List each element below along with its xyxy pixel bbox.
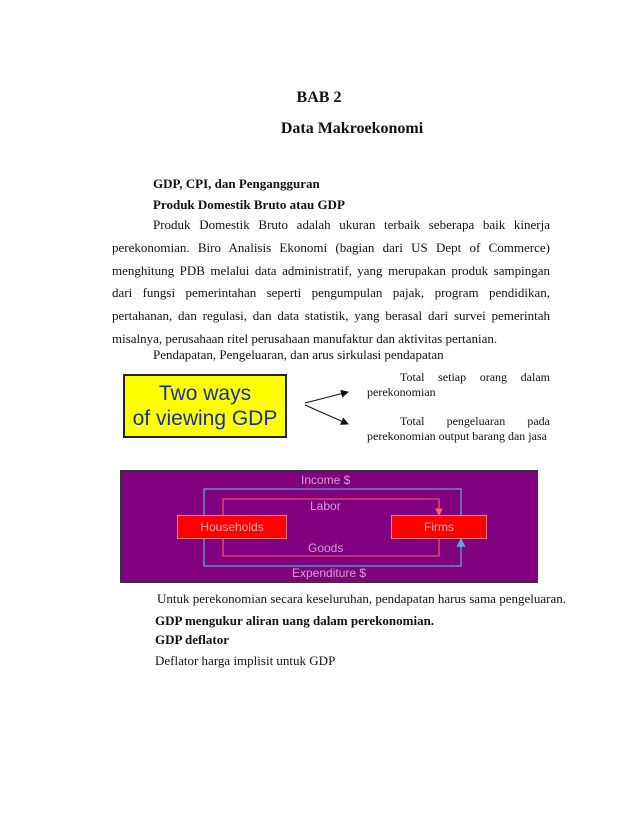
page-title: Data Makroekonomi <box>280 120 424 137</box>
income-flow-line <box>199 488 462 523</box>
expenditure-label: Expenditure $ <box>292 566 367 580</box>
chapter-label: BAB 2 <box>296 89 342 106</box>
gdp-view-expenditure: Total pengeluaran pada perekonomian outp… <box>367 414 550 443</box>
paragraph-pdb-definition: Produk Domestik Bruto adalah ukuran terb… <box>112 217 550 346</box>
expenditure-flow-line <box>203 537 466 567</box>
income-label: Income $ <box>301 473 351 487</box>
gdp-view-income: Total setiap orang dalam perekonomian <box>367 370 550 399</box>
section-heading-gdp-deflator: GDP deflator <box>155 632 230 647</box>
section-heading-gdp-cpi: GDP, CPI, dan Pengangguran <box>153 176 320 191</box>
arrow-to-expenditure <box>304 404 349 425</box>
paragraph-implicit-deflator: Deflator harga implisit untuk GDP <box>155 653 336 668</box>
labor-label: Labor <box>310 499 341 513</box>
two-ways-gdp-box: Two ways of viewing GDP <box>123 374 287 438</box>
paragraph-income-equals-expenditure: Untuk perekonomian secara keseluruhan, p… <box>157 591 566 606</box>
firms-box: Firms <box>391 515 487 539</box>
subsection-heading-pdb: Produk Domestik Bruto atau GDP <box>153 197 345 212</box>
gdp-box-line2: of viewing GDP <box>132 407 278 430</box>
goods-label: Goods <box>308 541 344 555</box>
paragraph-gdp-money-flow: GDP mengukur aliran uang dalam perekonom… <box>155 613 435 628</box>
circular-flow-diagram: Income $ Labor Households Firms Goods Ex… <box>120 470 538 583</box>
households-box: Households <box>177 515 287 539</box>
goods-flow-line <box>219 532 440 557</box>
labor-flow-line <box>222 498 443 517</box>
paragraph-circular-flow-intro: Pendapatan, Pengeluaran, dan arus sirkul… <box>153 347 444 362</box>
gdp-box-line1: Two ways <box>158 382 252 405</box>
arrow-to-income <box>304 389 349 404</box>
